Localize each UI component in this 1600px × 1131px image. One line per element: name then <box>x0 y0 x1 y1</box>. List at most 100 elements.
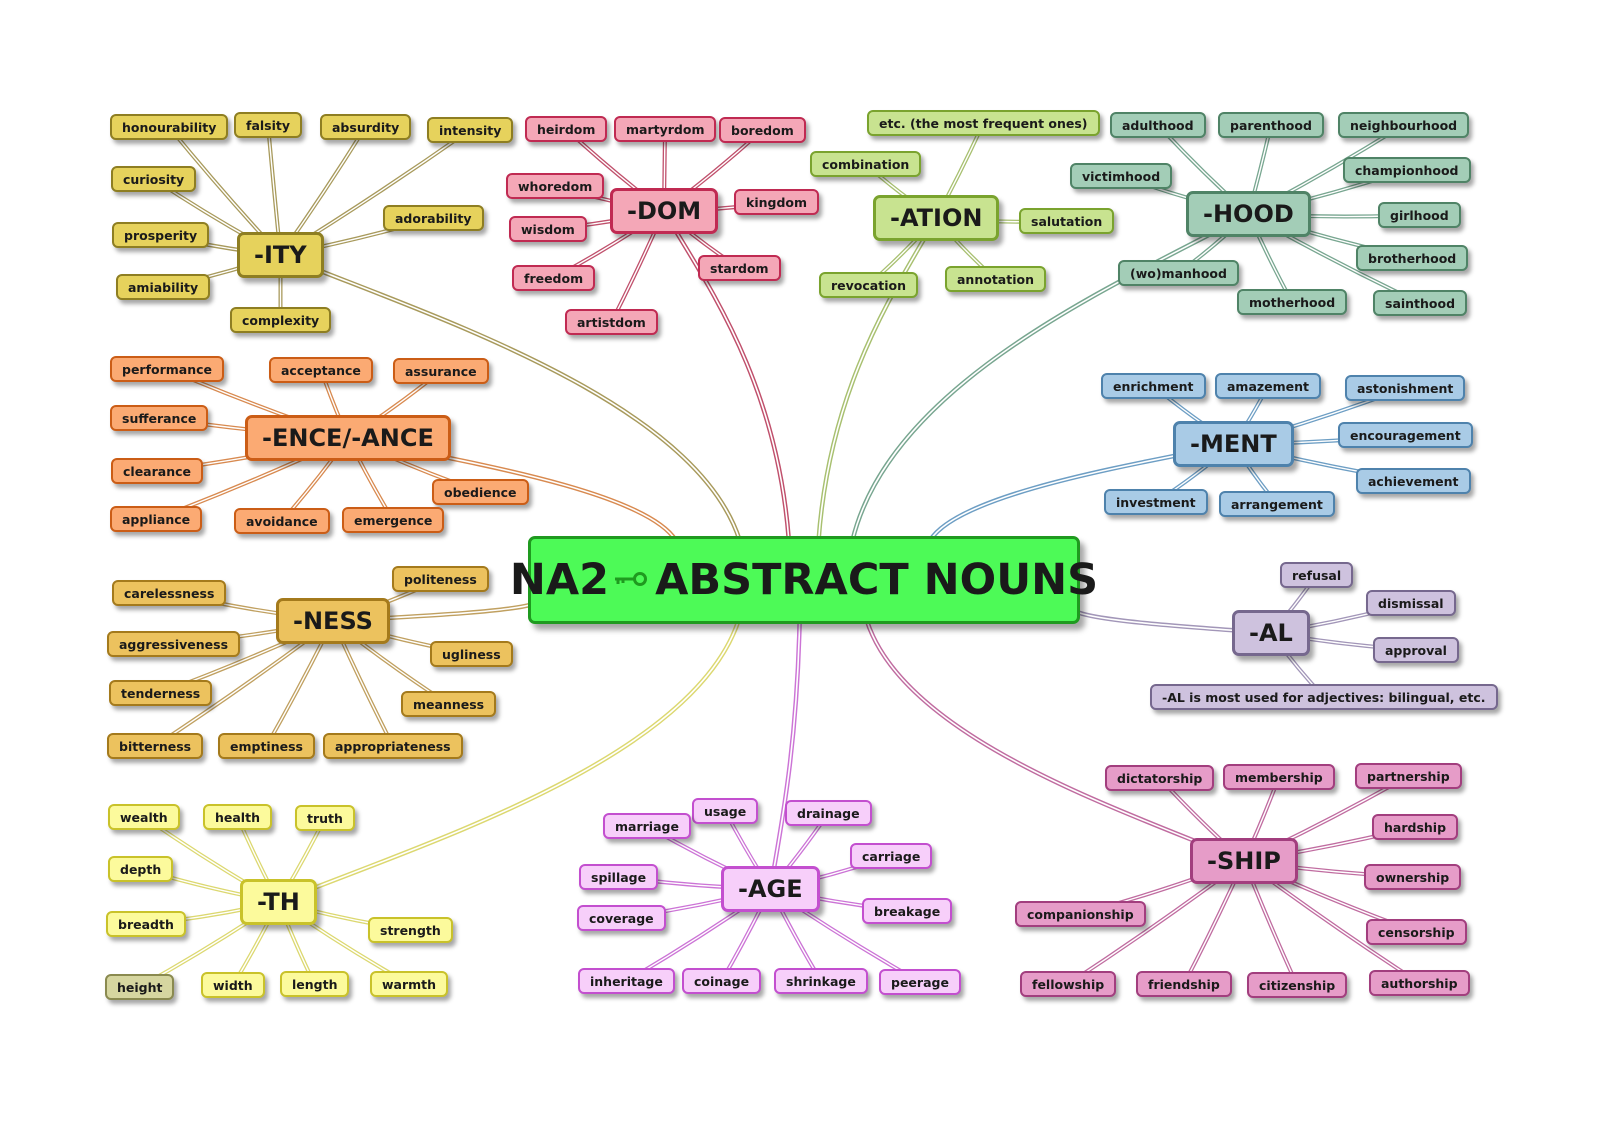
leaf-companionship: companionship <box>1015 901 1146 927</box>
leaf-enrichment: enrichment <box>1101 373 1206 399</box>
leaf-championhood: championhood <box>1343 157 1471 183</box>
leaf-neighbourhood: neighbourhood <box>1338 112 1470 138</box>
leaf-dictatorship: dictatorship <box>1105 765 1215 791</box>
leaf-citizenship: citizenship <box>1247 972 1348 998</box>
leaf-kingdom: kingdom <box>734 189 820 215</box>
leaf-amazement: amazement <box>1215 373 1322 399</box>
leaf-achievement: achievement <box>1356 468 1471 494</box>
leaf-authorship: authorship <box>1369 970 1470 996</box>
leaf-avoidance: avoidance <box>234 508 330 534</box>
leaf-intensity: intensity <box>427 117 514 143</box>
leaf-refusal: refusal <box>1280 562 1354 588</box>
leaf-politeness: politeness <box>392 566 489 592</box>
leaf-parenthood: parenthood <box>1218 112 1324 138</box>
leaf-drainage: drainage <box>785 800 872 826</box>
leaf-emergence: emergence <box>342 507 445 533</box>
leaf-approval: approval <box>1373 637 1459 663</box>
leaf-prosperity: prosperity <box>112 222 210 248</box>
leaf-sainthood: sainthood <box>1373 290 1468 316</box>
leaf-breakage: breakage <box>862 898 953 924</box>
leaf-sufferance: sufferance <box>110 405 209 431</box>
leaf-stardom: stardom <box>698 255 781 281</box>
leaf-astonishment: astonishment <box>1345 375 1466 401</box>
leaf-width: width <box>201 972 265 998</box>
leaf-victimhood: victimhood <box>1070 163 1173 189</box>
leaf-health: health <box>203 804 272 830</box>
leaf-falsity: falsity <box>234 112 303 138</box>
center-prefix: NA2 <box>509 555 610 605</box>
leaf-investment: investment <box>1104 489 1208 515</box>
connector-ity-center <box>278 252 742 543</box>
leaf-artistdom: artistdom <box>565 309 658 335</box>
leaf-girlhood: girlhood <box>1378 202 1461 228</box>
leaf-depth: depth <box>108 856 174 882</box>
leaf-salutation: salutation <box>1019 208 1115 234</box>
leaf-acceptance: acceptance <box>269 357 373 383</box>
leaf-arrangement: arrangement <box>1219 491 1335 517</box>
hub-hood: -HOOD <box>1186 191 1311 237</box>
leaf-clearance: clearance <box>111 458 203 484</box>
center-title: ABSTRACT NOUNS <box>655 555 1099 605</box>
leaf-encouragement: encouragement <box>1338 422 1473 448</box>
leaf-warmth: warmth <box>370 971 449 997</box>
leaf-appropriateness: appropriateness <box>323 733 463 759</box>
leaf-ownership: ownership <box>1364 864 1462 890</box>
leaf-al-note: -AL is most used for adjectives: bilingu… <box>1150 684 1498 710</box>
leaf-spillage: spillage <box>579 864 659 890</box>
leaf-freedom: freedom <box>512 265 596 291</box>
leaf-marriage: marriage <box>603 813 691 839</box>
hub-ship: -SHIP <box>1190 838 1298 884</box>
leaf-curiosity: curiosity <box>111 166 197 192</box>
leaf-length: length <box>280 971 350 997</box>
leaf-boredom: boredom <box>719 117 806 143</box>
connector-th-center <box>276 617 741 905</box>
leaf-coinage: coinage <box>682 968 762 994</box>
leaf-breadth: breadth <box>106 911 186 937</box>
connector-hood-center <box>850 211 1251 543</box>
hub-ment: -MENT <box>1173 421 1294 467</box>
leaf-height: height <box>105 974 175 1000</box>
hub-ness: -NESS <box>276 598 390 644</box>
leaf-bitterness: bitterness <box>107 733 204 759</box>
leaf-obedience: obedience <box>432 479 529 505</box>
leaf-honourability: honourability <box>110 114 229 140</box>
leaf-wisdom: wisdom <box>509 216 587 242</box>
connector-age-center <box>768 617 802 892</box>
hub-dom: -DOM <box>610 188 719 234</box>
leaf-ugliness: ugliness <box>430 641 513 667</box>
leaf-meanness: meanness <box>401 691 497 717</box>
leaf-dismissal: dismissal <box>1366 590 1456 616</box>
leaf-wealth: wealth <box>108 804 180 830</box>
leaf-motherhood: motherhood <box>1237 289 1348 315</box>
leaf-hardship: hardship <box>1372 814 1459 840</box>
center-node: NA2 ABSTRACT NOUNS <box>510 536 1098 624</box>
leaf-performance: performance <box>110 356 225 382</box>
leaf-shrinkage: shrinkage <box>774 968 868 994</box>
leaf-annotation: annotation <box>945 266 1046 292</box>
leaf-membership: membership <box>1223 764 1335 790</box>
leaf-combination: combination <box>810 151 922 177</box>
hub-ation: -ATION <box>873 195 1000 241</box>
leaf-usage: usage <box>692 798 759 824</box>
leaf-complexity: complexity <box>230 307 332 333</box>
leaf-etc: etc. (the most frequent ones) <box>867 110 1100 136</box>
leaf-appliance: appliance <box>110 506 203 532</box>
connector-dom-center <box>661 208 792 543</box>
leaf-carriage: carriage <box>850 843 933 869</box>
leaf-adorability: adorability <box>383 205 484 231</box>
leaf-partnership: partnership <box>1355 763 1462 789</box>
hub-age: -AGE <box>721 866 820 912</box>
leaf-truth: truth <box>295 805 355 831</box>
leaf-assurance: assurance <box>393 358 489 384</box>
leaf-absurdity: absurdity <box>320 114 412 140</box>
leaf-friendship: friendship <box>1136 971 1232 997</box>
leaf-inheritage: inheritage <box>578 968 675 994</box>
leaf-whoredom: whoredom <box>506 173 605 199</box>
leaf-amiability: amiability <box>116 274 211 300</box>
leaf-brotherhood: brotherhood <box>1356 245 1469 271</box>
leaf-heirdom: heirdom <box>525 116 608 142</box>
hub-ence-ance: -ENCE/-ANCE <box>245 415 451 461</box>
hub-al: -AL <box>1232 610 1310 656</box>
key-icon <box>613 549 649 599</box>
